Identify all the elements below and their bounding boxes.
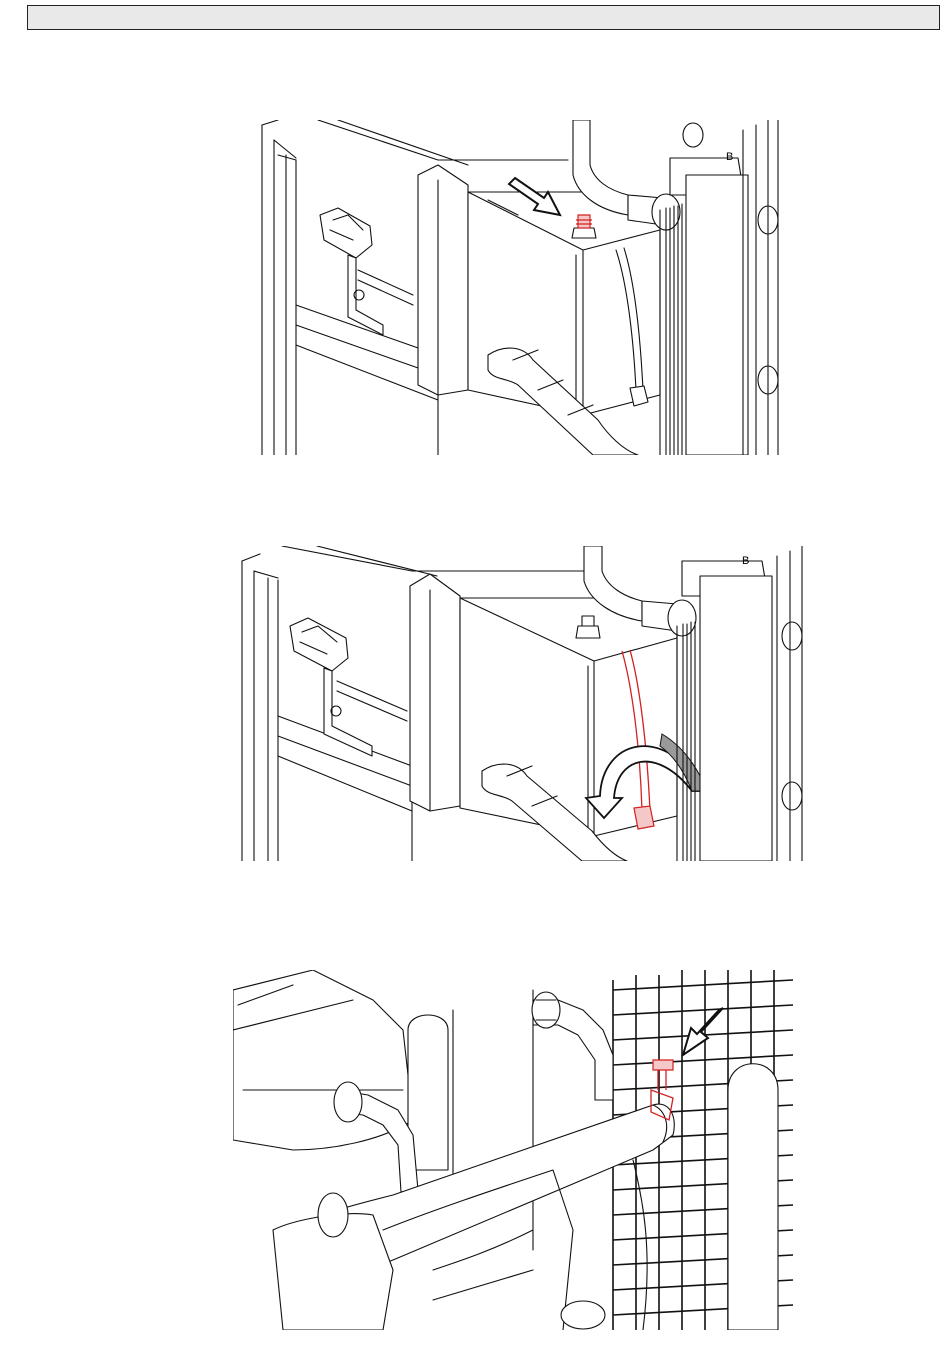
plate-label-b: B bbox=[726, 151, 733, 163]
plate-label-b: B bbox=[742, 555, 749, 567]
header-bar bbox=[27, 5, 940, 30]
figure-3-drawing bbox=[233, 970, 795, 1330]
figure-1-drain-plug: B bbox=[238, 120, 783, 455]
figure-1-drawing: B bbox=[238, 120, 783, 455]
figure-2-drawing: B bbox=[222, 546, 810, 861]
figure-2-rotate-hose: B bbox=[222, 546, 810, 861]
arrow-down-left-icon bbox=[683, 1008, 723, 1055]
figure-3-valve bbox=[233, 970, 795, 1330]
